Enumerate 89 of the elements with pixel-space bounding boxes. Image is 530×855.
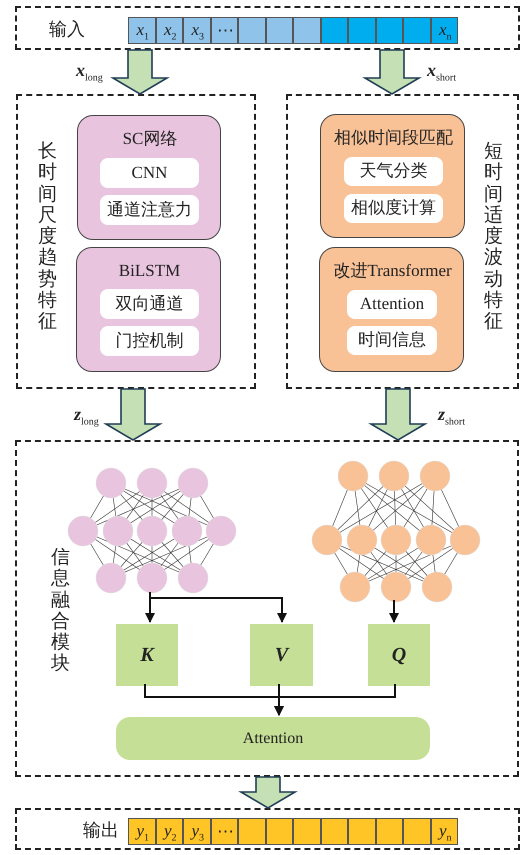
matrix-box xyxy=(116,624,178,686)
item-box xyxy=(100,326,199,356)
item-box xyxy=(344,157,443,186)
dashed-panel xyxy=(15,808,520,850)
cell-label: x$_{1}$ xyxy=(135,18,150,44)
sequence-cell xyxy=(183,818,210,845)
sequence-cell xyxy=(128,17,156,44)
box-label: Attention xyxy=(242,728,304,749)
item-box xyxy=(347,290,437,319)
cell-label: ⋯ xyxy=(216,20,235,42)
sequence-cell xyxy=(293,17,320,44)
sequence-cell xyxy=(156,818,183,845)
item-box xyxy=(100,158,199,188)
arrow xyxy=(274,684,396,716)
sequence-cell xyxy=(238,818,266,845)
item-box xyxy=(344,194,443,223)
sequence-cell xyxy=(266,17,293,44)
edge-label: x$_{short}$ xyxy=(427,60,456,84)
box-label: 相似时间段匹配 xyxy=(333,126,454,149)
sequence-cell xyxy=(403,17,430,44)
cell-label: ⋯ xyxy=(216,821,235,844)
sequence-cell xyxy=(210,818,238,845)
box-label: K xyxy=(139,643,156,668)
arrow xyxy=(149,592,287,623)
box-label: 输入 xyxy=(48,18,86,42)
matrix-box xyxy=(368,624,430,686)
sequence-cell xyxy=(430,17,458,44)
edge-label: x$_{long}$ xyxy=(76,60,103,84)
dashed-panel xyxy=(16,94,256,389)
module-box xyxy=(76,247,221,372)
cell-label: y$_{2}$ xyxy=(162,820,178,846)
cell-label: x$_{3}$ xyxy=(190,18,206,44)
cell-label: y$_{1}$ xyxy=(134,820,150,846)
block-arrow xyxy=(110,49,170,95)
edge-label: z$_{short}$ xyxy=(438,404,466,428)
box-label: V xyxy=(274,643,290,668)
neural-network-drawing xyxy=(310,458,482,604)
cell-label: x$_{2}$ xyxy=(162,18,178,44)
sequence-cell xyxy=(348,818,376,845)
block-arrow xyxy=(238,776,298,809)
sequence-cell xyxy=(320,818,348,845)
sequence-cell xyxy=(376,17,403,44)
dashed-panel xyxy=(15,440,519,777)
block-arrow xyxy=(368,388,428,441)
box-label: CNN xyxy=(130,162,168,184)
sequence-cell xyxy=(348,17,376,44)
attention-box xyxy=(116,717,430,760)
sequence-cell xyxy=(320,17,348,44)
box-label: BiLSTM xyxy=(118,260,182,282)
item-box xyxy=(347,326,437,355)
box-label: 相似度计算 xyxy=(350,197,437,220)
dashed-panel xyxy=(15,6,520,50)
sequence-cell xyxy=(210,17,238,44)
box-label: SC网络 xyxy=(122,128,178,150)
cell-label: y$_{n}$ xyxy=(436,820,453,846)
block-arrow xyxy=(103,388,163,441)
panel-title: 短时间适度波动特征 xyxy=(483,141,504,334)
module-box xyxy=(77,115,221,240)
dashed-panel xyxy=(286,94,519,389)
sequence-cell xyxy=(293,818,320,845)
sequence-cell xyxy=(266,818,293,845)
matrix-box xyxy=(250,624,313,686)
sequence-cell xyxy=(376,818,403,845)
panel-title: 信息融合模块 xyxy=(50,547,71,676)
sequence-cell xyxy=(430,818,458,845)
module-box xyxy=(320,114,465,238)
item-box xyxy=(100,195,199,225)
edge-label: z$_{long}$ xyxy=(74,404,99,428)
item-box xyxy=(100,289,199,319)
sequence-cell xyxy=(403,818,430,845)
sequence-cell xyxy=(128,818,156,845)
box-label: 双向通道 xyxy=(114,292,184,315)
box-label: 输出 xyxy=(82,819,120,842)
box-label: 门控机制 xyxy=(114,330,184,352)
arrow xyxy=(389,600,399,623)
cell-label: x$_{n}$ xyxy=(438,18,453,44)
box-label: Attention xyxy=(358,293,426,316)
sequence-cell xyxy=(238,17,266,44)
panel-title: 长时间尺度趋势特征 xyxy=(37,141,58,334)
box-label: 时间信息 xyxy=(357,329,427,352)
cell-label: y$_{3}$ xyxy=(189,820,206,846)
box-label: 天气分类 xyxy=(358,160,428,182)
sequence-cell xyxy=(183,17,210,44)
block-arrow xyxy=(362,49,422,95)
box-label: Q xyxy=(390,643,408,668)
sequence-cell xyxy=(156,17,183,44)
module-box xyxy=(319,247,464,372)
box-label: 改进Transformer xyxy=(332,260,453,282)
box-label: 通道注意力 xyxy=(106,198,193,221)
